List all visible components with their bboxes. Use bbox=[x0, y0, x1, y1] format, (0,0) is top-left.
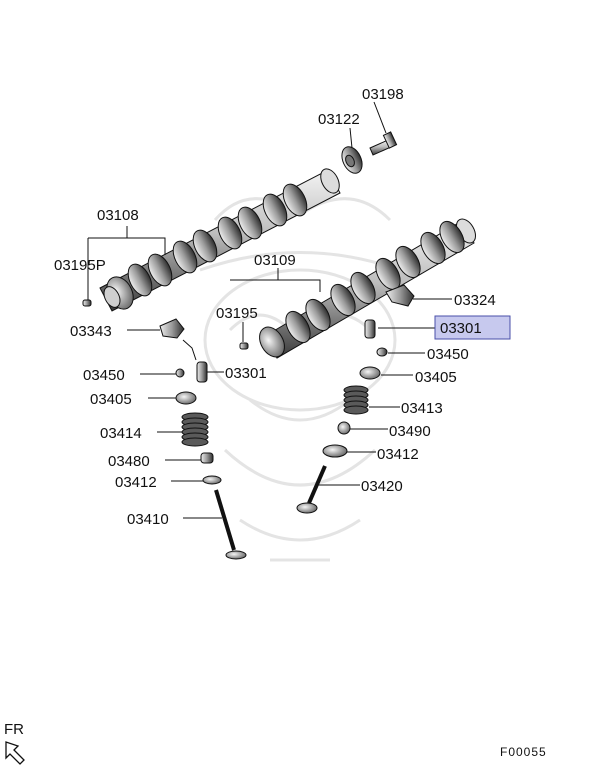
valve-right-part bbox=[296, 465, 327, 514]
label-03420[interactable]: 03420 bbox=[361, 478, 403, 495]
valve-left-part bbox=[214, 489, 247, 560]
label-03450-left[interactable]: 03450 bbox=[83, 367, 125, 384]
part-labels: 03198 03122 03108 03195P 03109 03195 033… bbox=[54, 86, 496, 528]
direction-arrow-icon bbox=[5, 741, 25, 765]
spring-seat-left-part bbox=[175, 391, 197, 405]
camshaft-right bbox=[259, 218, 476, 359]
rocker-left-part bbox=[159, 318, 185, 339]
label-03109[interactable]: 03109 bbox=[254, 252, 296, 269]
label-03480[interactable]: 03480 bbox=[108, 453, 150, 470]
spring-seat-right-part bbox=[359, 366, 381, 380]
lash-adjuster-right-part bbox=[364, 319, 376, 339]
valve-spring-right-part bbox=[343, 385, 369, 415]
washer-right-part bbox=[322, 444, 348, 458]
retainer-key-right-part bbox=[376, 347, 388, 357]
pin-left-part bbox=[82, 299, 92, 307]
label-03450-right[interactable]: 03450 bbox=[427, 346, 469, 363]
label-03412-left[interactable]: 03412 bbox=[115, 474, 157, 491]
rocker-right-part bbox=[385, 284, 415, 307]
camshaft-left bbox=[99, 168, 341, 312]
label-03195p[interactable]: 03195P bbox=[54, 257, 106, 274]
label-03324[interactable]: 03324 bbox=[454, 292, 496, 309]
valve-spring-left-part bbox=[181, 412, 209, 447]
valve-seal-right-part bbox=[337, 421, 351, 435]
label-03195[interactable]: 03195 bbox=[216, 305, 258, 322]
label-03412-right[interactable]: 03412 bbox=[377, 446, 419, 463]
highlighted-part-box[interactable] bbox=[434, 315, 511, 340]
label-03343[interactable]: 03343 bbox=[70, 323, 112, 340]
label-03301-highlight[interactable]: 03301 bbox=[440, 320, 482, 337]
direction-label: FR bbox=[4, 721, 24, 738]
bolt-part bbox=[369, 131, 398, 156]
washer-left-part bbox=[202, 475, 222, 485]
valve-seal-left-part bbox=[200, 452, 214, 464]
lash-adjuster-left-part bbox=[196, 361, 208, 383]
label-03405-left[interactable]: 03405 bbox=[90, 391, 132, 408]
figure-code: F00055 bbox=[500, 745, 547, 759]
label-03413[interactable]: 03413 bbox=[401, 400, 443, 417]
leader-lines bbox=[87, 101, 452, 519]
label-03490[interactable]: 03490 bbox=[389, 423, 431, 440]
label-03108[interactable]: 03108 bbox=[97, 207, 139, 224]
label-03301[interactable]: 03301 bbox=[225, 365, 267, 382]
retainer-key-left-part bbox=[175, 368, 185, 378]
label-03414[interactable]: 03414 bbox=[100, 425, 142, 442]
label-03410[interactable]: 03410 bbox=[127, 511, 169, 528]
pin-right-part bbox=[239, 342, 249, 350]
label-03405-right[interactable]: 03405 bbox=[415, 369, 457, 386]
label-03122[interactable]: 03122 bbox=[318, 111, 360, 128]
sprocket-part bbox=[341, 146, 363, 174]
label-03198[interactable]: 03198 bbox=[362, 86, 404, 103]
